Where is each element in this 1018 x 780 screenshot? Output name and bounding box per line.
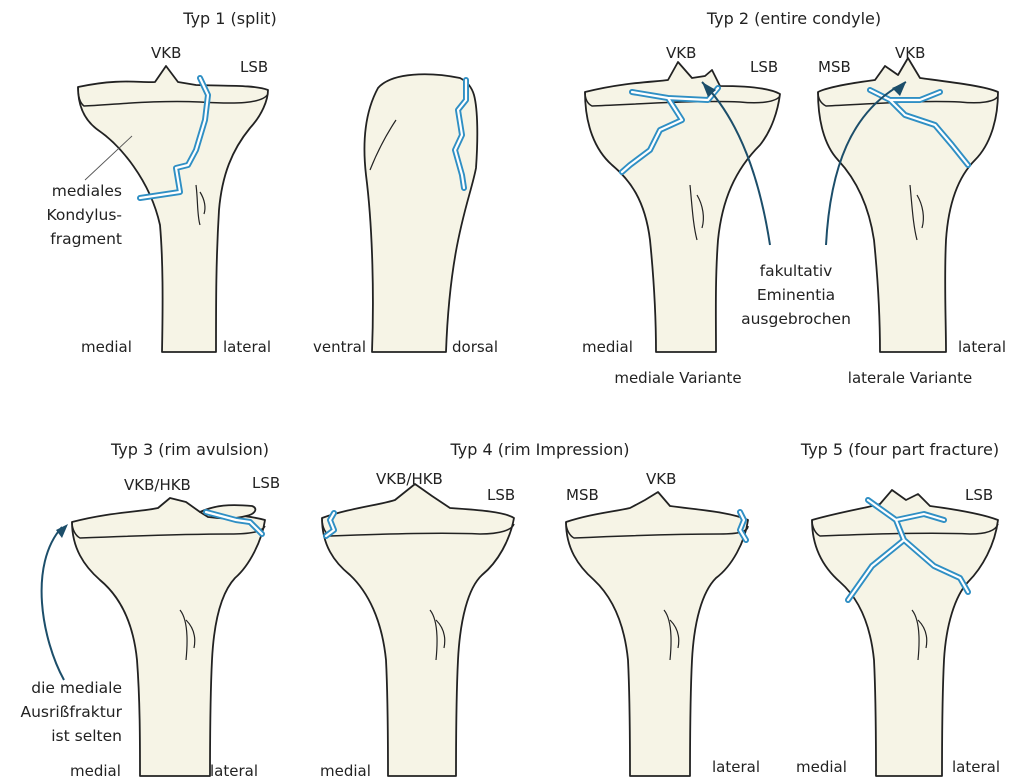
typ2-variant-medial: mediale Variante [614,369,741,387]
typ3-arrowhead [56,524,68,538]
typ4-vkb-hkb-label: VKB/HKB [376,470,443,488]
typ3-lateral-label: lateral [210,762,258,780]
typ2-lateral-label: lateral [958,338,1006,356]
typ2-note-1: fakultativ [760,262,833,280]
typ3-arrow [42,527,64,680]
typ3-note-2: Ausrißfraktur [20,703,122,721]
typ4-medial-label: medial [320,762,371,780]
typ3-note-3: ist selten [51,727,122,745]
typ5-tibia [812,490,998,776]
typ4-vkb-label: VKB [646,470,676,488]
typ1-fragment-leader [85,136,132,180]
typ1-dorsal-label: dorsal [452,338,498,356]
typ2-note-2: Eminentia [757,286,835,304]
typ1-lsb-label: LSB [240,58,268,76]
typ4-msb-label: MSB [566,486,599,504]
typ2-lsb-label: LSB [750,58,778,76]
typ4-medial-tibia [322,484,514,776]
typ2-medial-label: medial [582,338,633,356]
typ4-title: Typ 4 (rim Impression) [449,440,629,459]
typ2-vkb-label-b: VKB [895,44,925,62]
typ5-lsb-label: LSB [965,486,993,504]
typ3-lsb-label: LSB [252,474,280,492]
typ5-medial-label: medial [796,758,847,776]
typ1-vkb-label: VKB [151,44,181,62]
typ5-lateral-label: lateral [952,758,1000,776]
typ1-fragment-label-3: fragment [50,230,122,248]
typ4-lateral-label: lateral [712,758,760,776]
typ2-msb-label: MSB [818,58,851,76]
typ1-fragment-label-1: mediales [52,182,122,200]
typ2-title: Typ 2 (entire condyle) [706,9,881,28]
typ1-title: Typ 1 (split) [182,9,276,28]
typ4-lsb-label: LSB [487,486,515,504]
typ3-note-1: die mediale [31,679,122,697]
typ5-title: Typ 5 (four part fracture) [800,440,999,459]
typ3-vkb-hkb-label: VKB/HKB [124,476,191,494]
typ2-note-3: ausgebrochen [741,310,851,328]
typ3-title: Typ 3 (rim avulsion) [110,440,269,459]
typ2-medial-variant-tibia [585,62,780,352]
typ1-fragment-label-2: Kondylus- [46,206,122,224]
typ2-vkb-label-a: VKB [666,44,696,62]
typ3-medial-label: medial [70,762,121,780]
typ1-medial-label: medial [81,338,132,356]
typ4-lateral-tibia [566,492,748,776]
typ2-variant-lateral: laterale Variante [848,369,972,387]
typ1-ventral-label: ventral [313,338,366,356]
typ1-lateral-label: lateral [223,338,271,356]
